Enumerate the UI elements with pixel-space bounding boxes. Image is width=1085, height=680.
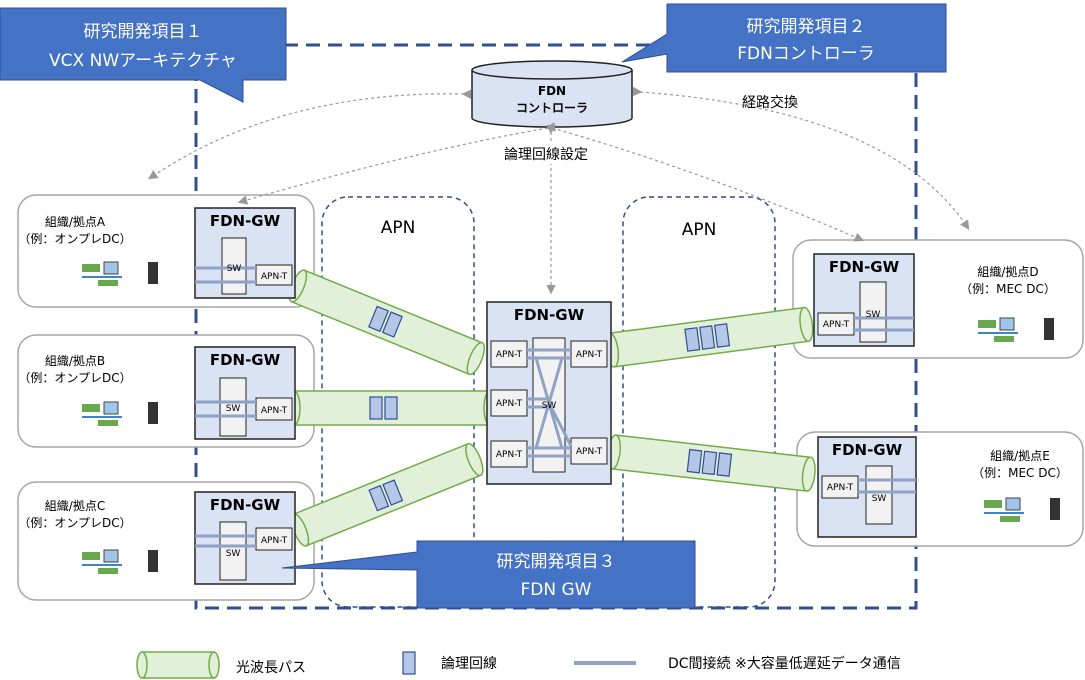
fdn-gw-label: FDN-GW [514, 306, 585, 324]
callout-item2-line1: 研究開発項目２ [747, 17, 866, 37]
site-d-name: 組織/拠点D [977, 265, 1038, 279]
site-c-type: （例：オンプレDC） [18, 516, 131, 530]
legend-optical-path-icon [136, 651, 220, 679]
fdn-gw-label: FDN-GW [210, 496, 281, 514]
callout-item1: 研究開発項目１ VCX NWアーキテクチャ [0, 7, 287, 103]
legend-logical-line-label: 論理回線 [441, 656, 497, 672]
legend: 光波長パス 論理回線 DC間接続 ※大容量低遅延データ通信 [136, 651, 901, 679]
server-icon-c [82, 549, 158, 574]
callout-item3: 研究開発項目３ FDN GW [281, 540, 696, 609]
site-a-name: 組織/拠点A [45, 215, 106, 229]
apn-t-label: APN-T [261, 406, 288, 416]
fdn-gw-label: FDN-GW [210, 212, 281, 230]
server-icon-a [82, 261, 158, 286]
optical-path-e [606, 434, 816, 492]
callout-item3-line2: FDN GW [521, 580, 592, 600]
apn-t-label: APN-T [496, 350, 523, 360]
server-icon-b [82, 401, 158, 426]
site-b-name: 組織/拠点B [45, 354, 105, 368]
site-c-name: 組織/拠点C [45, 499, 105, 513]
sw-label: SW [542, 401, 557, 411]
site-e-name: 組織/拠点E [990, 449, 1050, 463]
optical-path-c [290, 442, 484, 547]
controller-line1: FDN [538, 84, 566, 98]
server-icon-e [984, 497, 1060, 522]
apn-t-label: APN-T [827, 483, 854, 493]
fdn-gw-label: FDN-GW [829, 258, 900, 276]
apn-t-label: APN-T [576, 447, 603, 457]
fdn-gw-site-c: FDN-GW SW APN-T [194, 491, 296, 585]
legend-logical-line-icon [402, 651, 416, 675]
apn-label-right: APN [682, 220, 717, 240]
site-b-type: （例：オンプレDC） [18, 371, 131, 385]
sw-label: SW [866, 310, 881, 320]
callout-item1-line1: 研究開発項目１ [84, 22, 203, 42]
optical-path-b [287, 390, 497, 426]
apn-t-label: APN-T [576, 350, 603, 360]
fdn-gw-site-d: FDN-GW SW APN-T [813, 253, 915, 347]
fdn-gw-label: FDN-GW [210, 351, 281, 369]
legend-optical-path-label: 光波長パス [236, 660, 306, 676]
apn-t-label: APN-T [496, 399, 523, 409]
fdn-controller: FDN コントローラ [471, 60, 633, 128]
apn-label-left: APN [381, 218, 416, 238]
apn-t-label: APN-T [261, 536, 288, 546]
fdn-gw-site-b: FDN-GW SW APN-T [194, 346, 296, 440]
sw-label: SW [226, 549, 241, 559]
site-a-type: （例：オンプレDC） [18, 232, 131, 246]
callout-item3-line1: 研究開発項目３ [497, 552, 616, 572]
route-exchange-label: 経路交換 [742, 94, 798, 111]
fdn-gw-central: FDN-GW APN-T APN-T APN-T APN-T APN-T SW [486, 301, 612, 485]
optical-path-a [288, 269, 486, 376]
logical-setup-label: 論理回線設定 [504, 147, 588, 163]
sw-label: SW [227, 264, 242, 274]
apn-t-label: APN-T [823, 320, 850, 330]
controller-line2: コントローラ [516, 101, 588, 115]
logical-setup-bg [490, 144, 602, 164]
apn-t-label: APN-T [496, 450, 523, 460]
fdn-gw-site-a: FDN-GW SW APN-T [194, 207, 296, 299]
site-d-type: （例：MEC DC） [960, 282, 1056, 296]
callout-item2-line2: FDNコントローラ [737, 44, 875, 64]
fdn-gw-label: FDN-GW [832, 441, 903, 459]
server-icon-d [978, 317, 1054, 342]
legend-dc-connection-label: DC間接続 ※大容量低遅延データ通信 [668, 655, 901, 672]
apn-t-label: APN-T [261, 272, 288, 282]
optical-path-d [604, 306, 814, 368]
callout-item2: 研究開発項目２ FDNコントローラ [621, 3, 947, 73]
sw-label: SW [872, 494, 887, 504]
fdn-gw-site-e: FDN-GW SW APN-T [817, 436, 917, 538]
sw-label: SW [226, 404, 241, 414]
callout-item1-line2: VCX NWアーキテクチャ [49, 51, 237, 71]
site-e-type: （例：MEC DC） [972, 466, 1068, 480]
